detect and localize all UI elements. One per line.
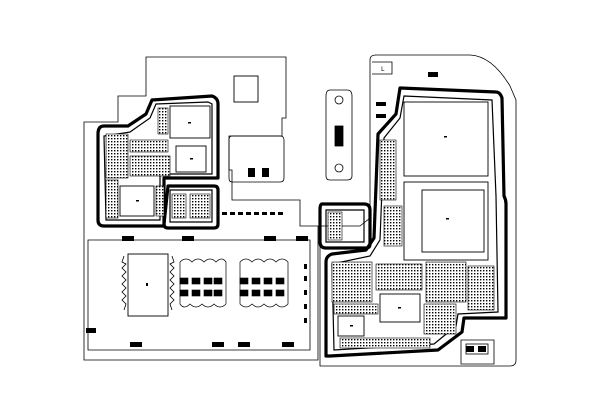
shield-wall-right xyxy=(318,86,508,358)
component-cluster-left xyxy=(105,107,211,219)
connector-footprint-2 xyxy=(179,277,285,297)
connector-footprint-1 xyxy=(121,255,175,311)
shield-wall-left-inner xyxy=(103,101,213,223)
shield-wall-left xyxy=(96,94,220,230)
corner-mark-label: L xyxy=(381,66,385,73)
board-outline xyxy=(83,54,517,367)
passive-row xyxy=(222,212,307,323)
ic-packages xyxy=(119,75,489,337)
slot-details xyxy=(334,95,344,173)
connector-outline-2 xyxy=(179,258,289,308)
component-cluster-right xyxy=(327,139,495,349)
ic-pin1-marks xyxy=(136,122,449,327)
right-connector-contact xyxy=(465,343,489,355)
edge-pads xyxy=(86,72,486,352)
